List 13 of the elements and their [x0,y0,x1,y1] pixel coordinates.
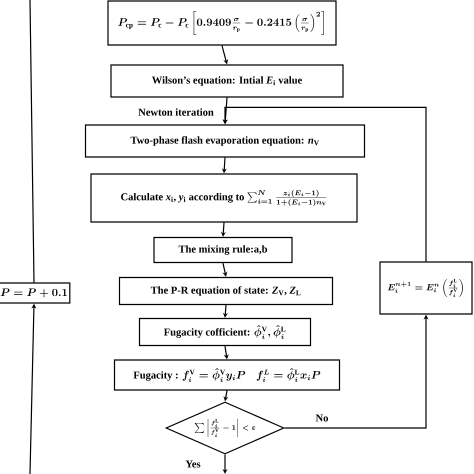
process-box: $P=P+0.1$ [0,282,70,304]
process-box: Fugacity cofficient: $\hat{\phi}_i^{\mathrm{V}},\hat{\phi}_i^{\mathrm{L}}$ [138,318,312,346]
process-box: Calculate x$_{i}$, y$_{i}$ according to $\sum_{i=1}^{N}\frac{z_i\left(E_i-1\right)}{1+\left(E_i-1\right)n_{\mathrm{V}}}$ [90,173,358,223]
process-box: $P_{\mathrm{cp}} = P_{\mathrm{c}} - P_{\mathrm{c}}\left[0.9409\frac{\sigma}{r_{\mathrm{p}}} - 0.2415\left(\frac{\sigma}{r_{\mathrm{p}}}\right)^{2}\right]$ [107,0,337,46]
process-box: Wilson’s equation: Intial E$_{i}$ value [110,64,344,98]
process-box: Fugacity : $f_i^{\mathrm{V}}=\hat{\phi}_i^{\mathrm{V}}y_iP\quad f_i^{L}=\hat{\phi}_i^{\mathrm{L}}x_iP$ [114,359,340,391]
process-box: The P-R equation of state: Z$_{V}$, Z$_{L}$ [118,276,334,306]
process-box: The mixing rule:a,b [153,236,293,264]
edge-label: Yes [186,460,200,468]
edge-label: No [316,414,328,422]
process-box: Two-phase flash evaporation equation: n$_{V}$ [84,124,366,158]
edge-label: Newton iteration [138,108,214,116]
process-box: $E_i^{n+1}=E_i^{n}\left(\frac{f_i^{\mathrm{L}}}{f_i^{\mathrm{V}}}\right)$ [379,261,473,315]
